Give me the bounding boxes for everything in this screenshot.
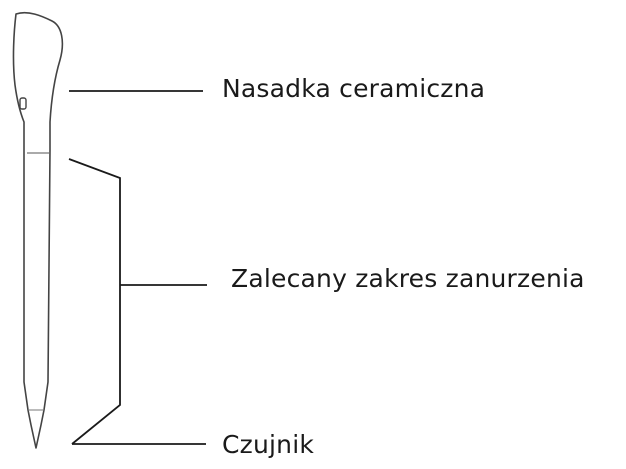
immersion-range-label: Zalecany zakres zanurzenia (231, 264, 585, 293)
probe-outline (13, 13, 62, 448)
sensor-label: Czujnik (222, 430, 315, 459)
immersion-bracket (69, 159, 120, 444)
ceramic-tip-label: Nasadka ceramiczna (222, 74, 486, 103)
tip-notch (19, 97, 27, 110)
